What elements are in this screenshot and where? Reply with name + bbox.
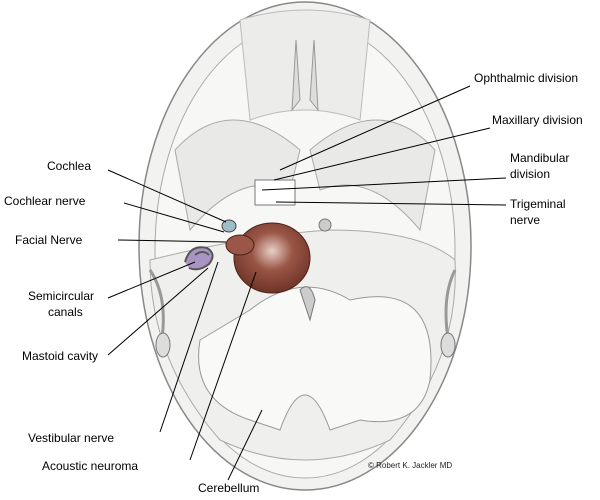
acoustic-neuroma-structure xyxy=(233,222,311,294)
label-semicircular-canals: Semicircular xyxy=(28,289,94,303)
label-vestibular-nerve: Vestibular nerve xyxy=(28,431,114,445)
label-cochlea: Cochlea xyxy=(47,159,91,173)
label-acoustic-neuroma: Acoustic neuroma xyxy=(42,459,138,473)
copyright-text: © Robert K. Jackler MD xyxy=(368,461,452,470)
label-semicircular-canals-2: canals xyxy=(48,305,83,319)
label-facial-nerve: Facial Nerve xyxy=(15,233,83,247)
label-trigeminal-nerve: Trigeminal xyxy=(510,197,566,211)
label-trigeminal-nerve-2: nerve xyxy=(510,213,540,227)
label-cerebellum: Cerebellum xyxy=(198,481,259,495)
cochlea-structure xyxy=(221,219,237,233)
label-cochlear-nerve: Cochlear nerve xyxy=(4,194,86,208)
leader-lines xyxy=(107,85,507,481)
label-maxillary-division: Maxillary division xyxy=(492,113,583,127)
label-mastoid-cavity: Mastoid cavity xyxy=(22,349,98,363)
label-mandibular-division-2: division xyxy=(510,167,550,181)
label-ophthalmic-division: Ophthalmic division xyxy=(474,71,578,85)
label-mandibular-division: Mandibular xyxy=(510,151,569,165)
